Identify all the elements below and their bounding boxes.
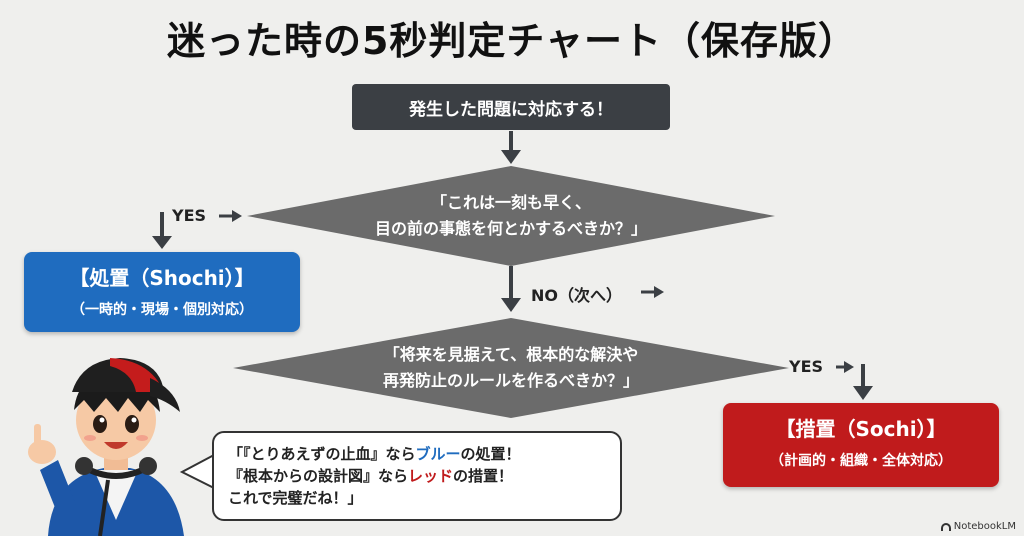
speech-bubble: 「『とりあえずの止血』ならブルーの処置！ 『根本からの設計図』ならレッドの措置！… [212, 431, 622, 521]
start-label: 発生した問題に対応する！ [409, 99, 613, 120]
question-2-line2: 再発防止のルールを作るべきか？」 [382, 371, 639, 390]
decision-diamond-2 [233, 318, 789, 418]
no-arrow-right-head [654, 286, 664, 298]
no-label: NO（次へ） [531, 286, 622, 305]
notebooklm-logo-icon [940, 522, 951, 531]
speech-line-3: これで完璧だね！」 [228, 489, 363, 507]
shochi-box: 【処置（Shochi）】 （一時的・現場・個別対応） [24, 252, 300, 332]
question-1-line1: 「これは一刻も早く、 [430, 193, 591, 212]
start-box: 発生した問題に対応する！ [352, 84, 670, 130]
speech-bubble-tail [179, 453, 215, 490]
shochi-subtitle: （一時的・現場・個別対応） [71, 302, 253, 318]
speech-l2-c: の措置！ [453, 467, 514, 485]
sochi-box: 【措置（Sochi）】 （計画的・組織・全体対応） [723, 403, 999, 487]
credit-badge: NotebookLM [940, 521, 1016, 532]
arrowhead-yes-sochi [853, 386, 873, 400]
decision-diamond-1 [247, 166, 775, 266]
arrowhead-q1-q2 [501, 298, 521, 312]
yes-label-1: YES [172, 206, 207, 225]
speech-line-1: 「『とりあえずの止血』ならブルーの処置！ [228, 443, 606, 465]
question-2-line1: 「将来を見据えて、根本的な解決や [383, 345, 639, 364]
page-title: 迷った時の5秒判定チャート（保存版） [166, 19, 858, 63]
speech-l1-a: 「『とりあえずの止血』なら [228, 445, 416, 463]
speech-l1-blue: ブルー [415, 445, 461, 463]
question-2-text: 「将来を見据えて、根本的な解決や 再発防止のルールを作るべきか？」 [311, 342, 711, 394]
shochi-title: 【処置（Shochi）】 [69, 266, 255, 290]
speech-l2-red: レッド [408, 467, 454, 485]
speech-l1-c: の処置！ [460, 445, 521, 463]
arrowhead-yes-shochi [152, 236, 172, 249]
sochi-title: 【措置（Sochi）】 [775, 417, 947, 441]
speech-l2-a: 『根本からの設計図』なら [228, 467, 409, 485]
credit-text: NotebookLM [953, 521, 1016, 532]
question-1-line2: 目の前の事態を何とかするべきか？」 [374, 219, 647, 238]
speech-line-2: 『根本からの設計図』ならレッドの措置！ [228, 465, 606, 487]
question-1-text: 「これは一刻も早く、 目の前の事態を何とかするべきか？」 [311, 190, 711, 242]
arrowhead-start-q1 [501, 150, 521, 164]
yes-label-2: YES [789, 357, 824, 376]
sochi-subtitle: （計画的・組織・全体対応） [770, 453, 952, 469]
cartoon-character [28, 358, 184, 536]
yes-arrow-right-2-head [844, 361, 854, 373]
yes-arrow-right-1-head [232, 210, 242, 222]
